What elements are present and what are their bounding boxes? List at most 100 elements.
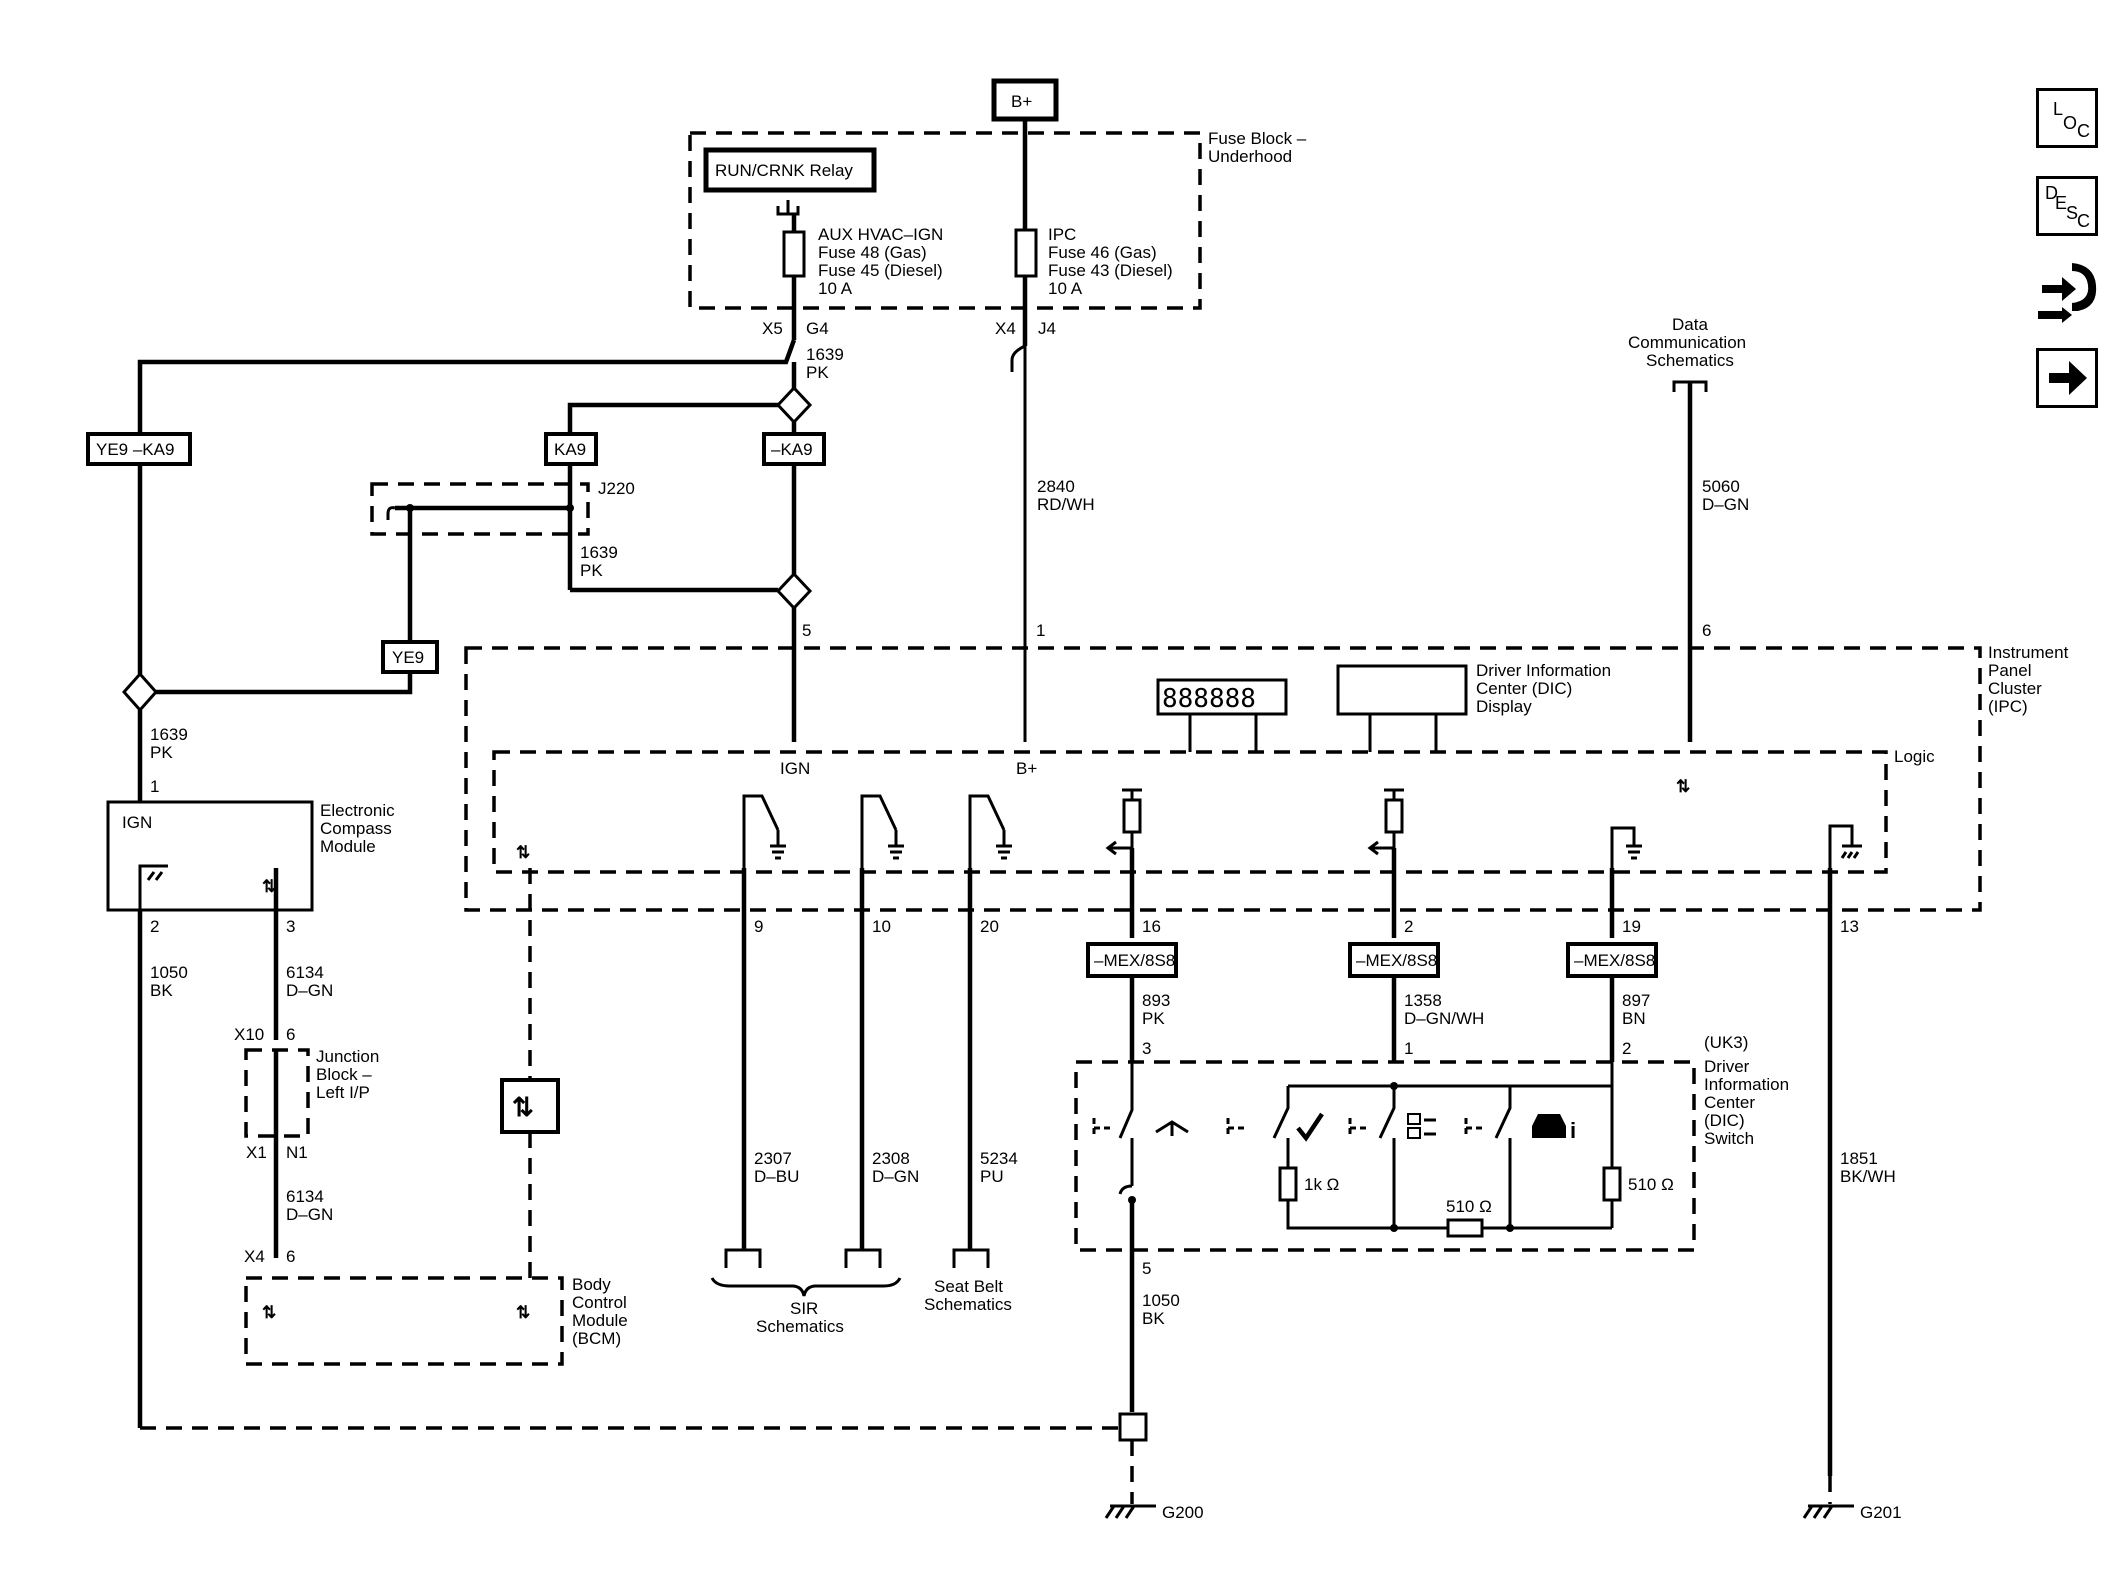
diagram-line (860, 794, 904, 868)
diagram-line (776, 200, 800, 216)
option-not-ka9: –KA9 (771, 440, 813, 459)
info-letter-i: i (1570, 1118, 1576, 1143)
dic-switch-label-6: Switch (1704, 1129, 1754, 1148)
diagram-line (1226, 1118, 1248, 1138)
compass-ign-label: IGN (122, 813, 152, 832)
ipc-fuse-diesel: Fuse 43 (Diesel) (1048, 261, 1173, 280)
dic-display-label: Driver Information (1476, 661, 1611, 680)
wire-1050-bottom-color: BK (1142, 1309, 1165, 1328)
wire-893-color: PK (1142, 1009, 1165, 1028)
diagram-line (1348, 942, 1440, 978)
fuse-block-label-2: Underhood (1208, 147, 1292, 166)
diagram-line (952, 1248, 990, 1268)
diagram-line (1610, 826, 1642, 868)
diagram-line (1384, 798, 1404, 834)
connector-x5: X5 (762, 319, 783, 338)
seatbelt-label: Seat Belt (934, 1277, 1003, 1296)
ipc-fuse-gas: Fuse 46 (Gas) (1048, 243, 1157, 262)
dic-switch-label: (UK3) (1704, 1033, 1748, 1052)
location-view-button[interactable]: L O C (2036, 88, 2098, 148)
data-comm-label-2: Communication (1628, 333, 1746, 352)
diagram-line (1122, 798, 1142, 834)
wire-5060-number: 5060 (1702, 477, 1740, 496)
ipc-pin-ign-in: 5 (802, 621, 811, 640)
wire-5060-color: D–GN (1702, 495, 1749, 514)
diagram-line (567, 402, 778, 432)
resistor-510b-label: 510 Ω (1628, 1175, 1674, 1194)
sir-switch-2 (860, 794, 904, 868)
dic-switch-label-4: Center (1704, 1093, 1755, 1112)
compass-data-arrows: ⇅ (262, 877, 276, 896)
splice-diamond (775, 385, 813, 425)
bcm-label: Body (572, 1275, 611, 1294)
diagram-line (156, 672, 413, 695)
ipc-bplus-label: B+ (1016, 759, 1037, 778)
diagram-line (1367, 832, 1396, 856)
option-mex-19: –MEX/8S8 (1574, 951, 1655, 970)
option-ka9: KA9 (554, 440, 586, 459)
ipc-label-3: Cluster (1988, 679, 2042, 698)
aux-fuse-name: AUX HVAC–IGN (818, 225, 943, 244)
ipc-pin-bplus-in: 1 (1036, 621, 1045, 640)
wire-6134a-color: D–GN (286, 981, 333, 1000)
seatbelt-switch (968, 794, 1012, 868)
wire-1358-color: D–GN/WH (1404, 1009, 1484, 1028)
splice-diamond-2 (775, 571, 813, 611)
dic-pin-3: 3 (1142, 1039, 1151, 1058)
ipc-label-4: (IPC) (1988, 697, 2028, 716)
wire-1050-left-color: BK (150, 981, 173, 1000)
option-ye9-ka9: YE9 –KA9 (96, 440, 174, 459)
diagram-line (1092, 1118, 1112, 1138)
run-crank-relay-label: RUN/CRNK Relay (715, 161, 853, 180)
dic-display-label-2: Center (DIC) (1476, 679, 1572, 698)
wire-2308-number: 2308 (872, 1149, 910, 1168)
diagram-line (1348, 1118, 1368, 1138)
wire-1639-color: PK (806, 363, 829, 382)
connector-tool-icon[interactable] (2032, 255, 2102, 327)
bcm-label-2: Control (572, 1293, 627, 1312)
sir-label-2: Schematics (756, 1317, 844, 1336)
diagram-line (1378, 1086, 1396, 1228)
ipc-pin-16: 16 (1142, 917, 1161, 936)
loc-letter-o: O (2063, 113, 2078, 133)
ipc-pin-9: 9 (754, 917, 763, 936)
ipc-pin-20: 20 (980, 917, 999, 936)
diagram-line (1407, 1127, 1421, 1139)
resistor-1k-label: 1k Ω (1304, 1175, 1339, 1194)
x4-pin-6: 6 (286, 1247, 295, 1266)
bcm-label-3: Module (572, 1311, 628, 1330)
diagram-line (1118, 1184, 1133, 1195)
diagram-line (1368, 714, 1438, 752)
vehicle-info-icon (1532, 1114, 1566, 1138)
loc-letter-l: L (2053, 99, 2064, 119)
junction-block-label-3: Left I/P (316, 1083, 370, 1102)
check-icon (1296, 1112, 1324, 1142)
wire-5234-color: PU (980, 1167, 1004, 1186)
wire-1639-number: 1639 (806, 345, 844, 364)
junction-block-label-2: Block – (316, 1065, 372, 1084)
x10-pin-6: 6 (286, 1025, 295, 1044)
ground-g201-label: G201 (1860, 1503, 1902, 1522)
bcm-data-arrows-left: ⇅ (262, 1303, 276, 1322)
next-page-button[interactable] (2036, 348, 2098, 408)
logic-label: Logic (1894, 747, 1935, 766)
wire-2307-color: D–BU (754, 1167, 799, 1186)
ground-splice-box (1118, 1412, 1148, 1442)
odometer-digits: 888888 (1162, 684, 1256, 714)
ipc-fuse-name: IPC (1048, 225, 1076, 244)
wire-1639-mid-color: PK (580, 561, 603, 580)
ipc-pin-19: 19 (1622, 917, 1641, 936)
aux-fuse-gas: Fuse 48 (Gas) (818, 243, 927, 262)
connector-x10: X10 (234, 1025, 264, 1044)
data-comm-label-3: Schematics (1646, 351, 1734, 370)
compass-label: Electronic (320, 801, 395, 820)
wire-1639-left-number: 1639 (150, 725, 188, 744)
j220-boundary (370, 482, 590, 536)
description-view-button[interactable]: D E S C (2036, 176, 2098, 236)
wire-2307-number: 2307 (754, 1149, 792, 1168)
diagram-line (742, 794, 786, 868)
wire-5234-number: 5234 (980, 1149, 1018, 1168)
data-comm-label: Data (1672, 315, 1708, 334)
diagram-line (844, 1248, 882, 1268)
